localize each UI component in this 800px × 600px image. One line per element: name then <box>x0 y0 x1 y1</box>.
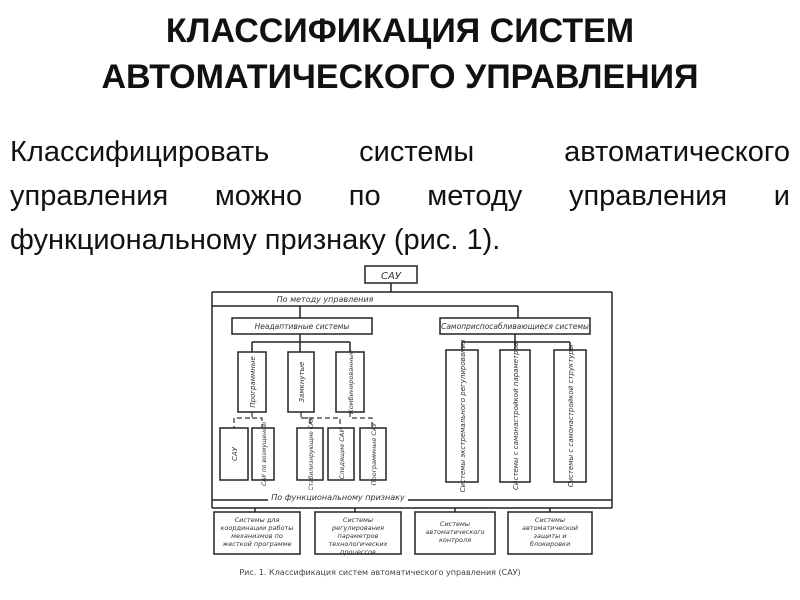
fn-child-3-box <box>414 511 496 555</box>
na-leaf-2-label: САУ по возмущению <box>261 422 268 486</box>
fn-label-line: Системы <box>440 520 470 528</box>
na-leaf-1-box <box>219 427 249 481</box>
fn-label-line: механизмов по <box>231 532 283 540</box>
fn-label-line: контроля <box>439 536 471 544</box>
ad-child-3-label: Системы с самонастройкой структуры <box>567 344 575 487</box>
ad-child-2-label: Системы с самонастройкой параметров <box>512 342 520 490</box>
adaptive-label: Самоприспосабливающиеся системы <box>441 322 589 331</box>
paragraph-line-2: управления можно по методу управления и <box>10 180 790 212</box>
non-adaptive-label: Неадаптивные системы <box>255 322 350 331</box>
na-leaf-1-label: САУ <box>231 446 239 461</box>
by-method-label: По методу управления <box>277 295 374 304</box>
fn-label-line: Системы <box>535 516 565 524</box>
fn-label-line: координации работы <box>221 524 294 532</box>
ad-child-3-box <box>553 349 587 483</box>
function-label-bg <box>268 490 408 504</box>
fn-label-line: автоматического <box>425 528 484 536</box>
fn-label-line: Системы для <box>235 516 280 524</box>
root-label: САУ <box>381 271 402 282</box>
na-child-1-box <box>237 351 267 413</box>
non-adaptive-box <box>231 317 373 335</box>
fn-label-line: автоматической <box>522 524 578 532</box>
na-child-1-label: Программные <box>249 356 257 407</box>
ad-child-2-box <box>499 349 531 483</box>
paragraph-line-3: функциональному признаку (рис. 1). <box>10 224 501 256</box>
page-title: КЛАССИФИКАЦИЯ СИСТЕМ АВТОМАТИЧЕСКОГО УПР… <box>0 8 800 100</box>
fn-label-line: защиты и <box>534 532 567 540</box>
branch-combined <box>349 412 373 428</box>
fn-label-line: технологических <box>328 540 387 548</box>
by-function-label: По функциональному признаку <box>271 493 405 502</box>
na-leaf-3-box <box>296 427 324 481</box>
fn-label-line: регулирования <box>331 524 384 532</box>
fn-label-line: блокировки <box>530 540 570 548</box>
na-leaf-5-box <box>359 427 387 481</box>
paragraph-line-1: Классифицировать системы автоматического <box>10 136 790 168</box>
fn-label-line: процессов <box>340 548 376 556</box>
fn-label-line: параметров <box>338 532 379 540</box>
na-leaf-4-box <box>327 427 355 481</box>
fn-label-line: Системы <box>343 516 373 524</box>
fn-child-4-box <box>507 511 593 555</box>
title-line-1: КЛАССИФИКАЦИЯ СИСТЕМ <box>165 12 635 50</box>
fn-label-line: жесткой программе <box>221 540 291 548</box>
na-leaf-2-box <box>251 427 275 481</box>
intro-paragraph: Классифицировать системы автоматического… <box>10 130 790 262</box>
branch-closed <box>300 412 341 428</box>
na-leaf-3-label: Стабилизирующие САУ <box>308 417 315 491</box>
fn-child-1-box <box>213 511 301 555</box>
ad-child-1-label: Системы экстремального регулирования <box>459 340 467 493</box>
na-child-3-box <box>335 351 365 413</box>
ad-child-1-box <box>445 349 479 483</box>
na-leaf-4-label: Следящие САУ <box>338 428 346 479</box>
title-line-2: АВТОМАТИЧЕСКОГО УПРАВЛЕНИЯ <box>101 58 699 96</box>
na-child-3-label: Комбинированные <box>347 350 355 414</box>
na-child-2-label: Замкнутые <box>298 362 306 403</box>
fn-child-2-box <box>314 511 402 555</box>
branch-program <box>233 412 263 428</box>
na-leaf-5-label: Программные САУ <box>370 422 378 486</box>
figure-caption: Рис. 1. Классификация систем автоматичес… <box>239 568 520 577</box>
